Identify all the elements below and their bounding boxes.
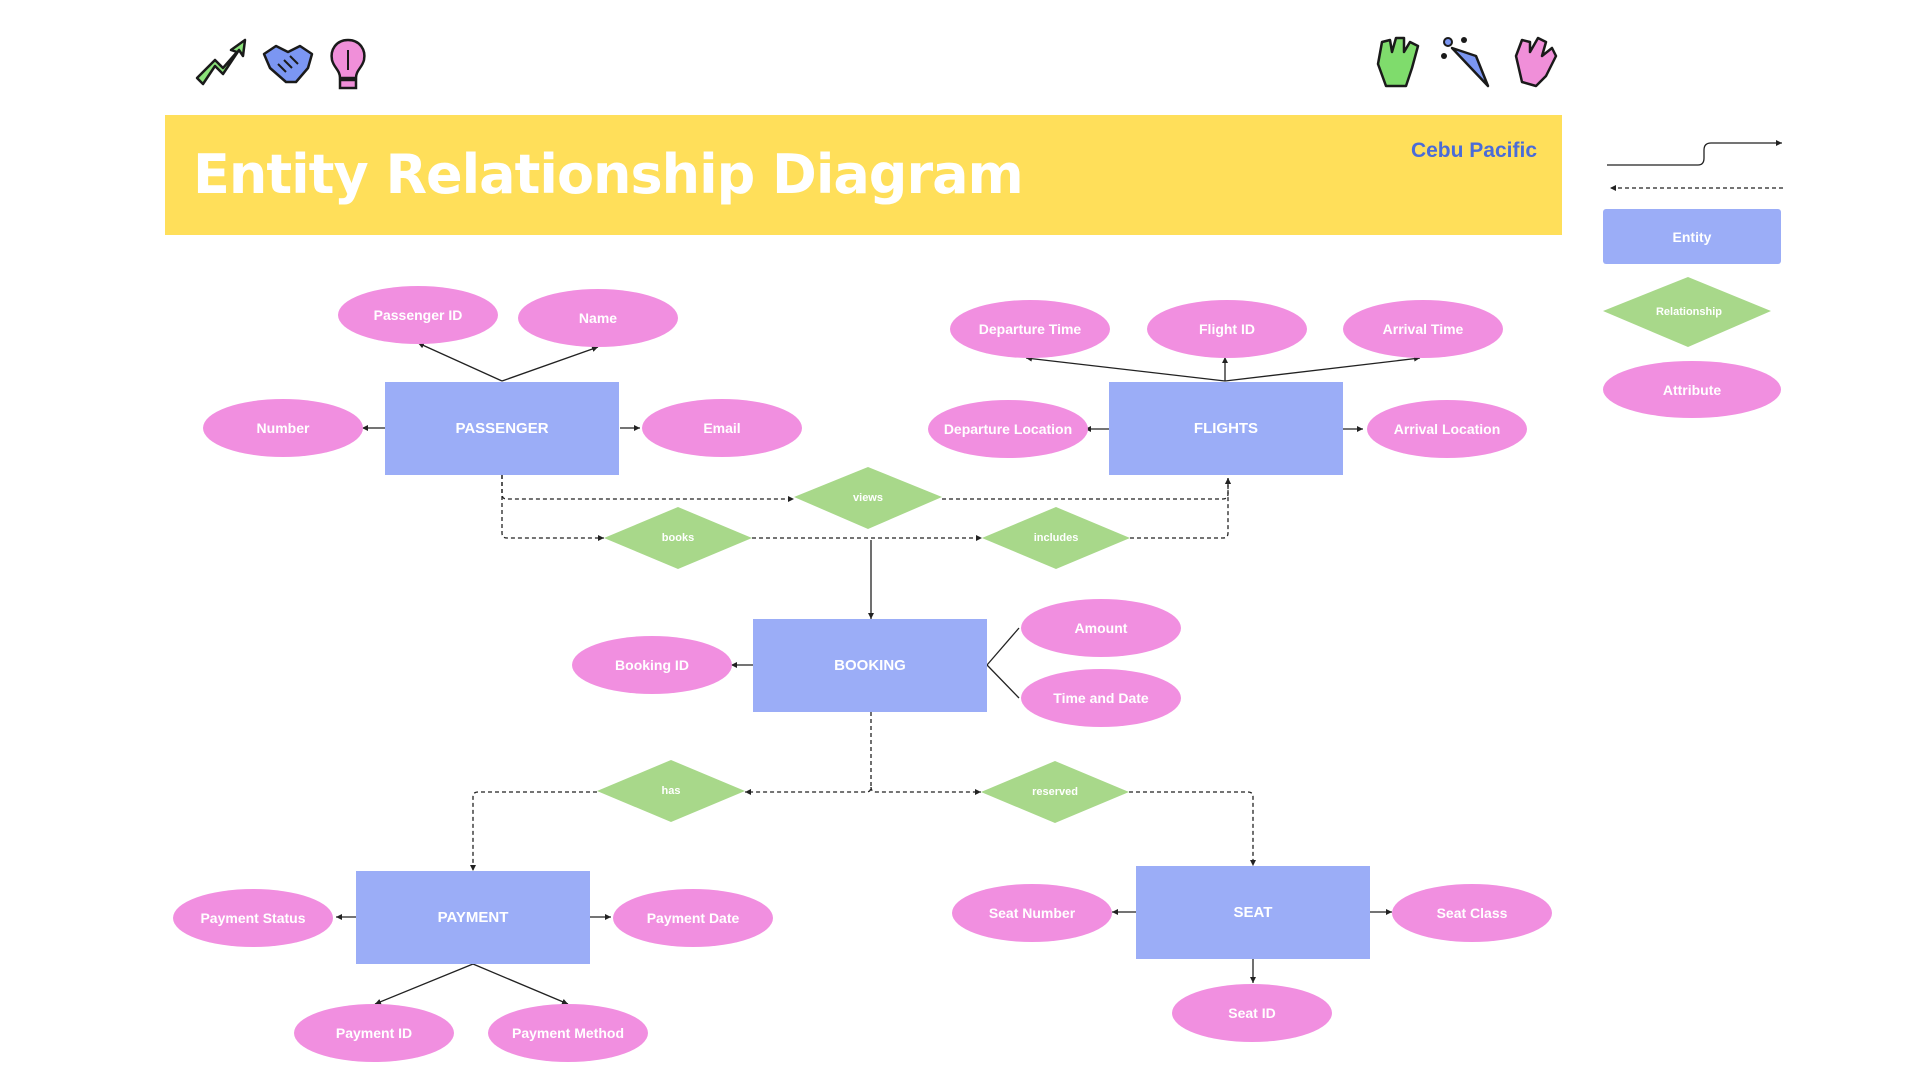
connector [986, 627, 1020, 666]
handshake-icon [262, 44, 314, 84]
legend-relationship-shape [1603, 277, 1771, 347]
relationship-reserved[interactable]: reserved [1032, 786, 1078, 798]
relationship-has[interactable]: has [661, 785, 681, 797]
entity-flights[interactable]: FLIGHTS [1109, 382, 1343, 475]
attribute-payment-date[interactable]: Payment Date [613, 889, 773, 947]
relationship-connector [870, 786, 981, 795]
attribute-name[interactable]: Name [518, 289, 678, 347]
relationship-connector [942, 478, 1231, 500]
high-five-icon [1376, 36, 1420, 88]
connector [417, 342, 503, 382]
entity-booking[interactable]: BOOKING [753, 619, 987, 712]
relationship-views-shape [794, 467, 942, 529]
relationship-connector [501, 475, 604, 541]
attribute-passenger-id[interactable]: Passenger ID [338, 286, 498, 344]
attribute-seat-class[interactable]: Seat Class [1392, 884, 1552, 942]
page-title: Entity Relationship Diagram [193, 143, 1024, 206]
attribute-arrival-time[interactable]: Arrival Time [1343, 300, 1503, 358]
connector [501, 346, 599, 382]
growth-arrow-icon [195, 38, 247, 86]
legend-solid-line [1607, 140, 1782, 166]
entity-payment[interactable]: PAYMENT [356, 871, 590, 964]
attribute-email[interactable]: Email [642, 399, 802, 457]
attribute-seat-number[interactable]: Seat Number [952, 884, 1112, 942]
legend-attribute: Attribute [1603, 361, 1781, 418]
attribute-seat-id[interactable]: Seat ID [1172, 984, 1332, 1042]
legend-entity: Entity [1603, 209, 1781, 264]
connector [374, 963, 474, 1005]
attribute-arrival-location[interactable]: Arrival Location [1367, 400, 1527, 458]
relationship-connector [745, 712, 872, 795]
attribute-payment-status[interactable]: Payment Status [173, 889, 333, 947]
brand-label: Cebu Pacific [1410, 139, 1537, 162]
attribute-departure-time[interactable]: Departure Time [950, 300, 1110, 358]
relationship-includes-shape [982, 507, 1130, 569]
connector [986, 664, 1020, 699]
relationship-connector [470, 791, 597, 871]
relationship-books[interactable]: books [661, 532, 695, 544]
attribute-flight-id[interactable]: Flight ID [1147, 300, 1307, 358]
lightbulb-icon [330, 38, 366, 90]
entity-passenger[interactable]: PASSENGER [385, 382, 619, 475]
legend-relationship: Relationship [1655, 306, 1722, 318]
connector [1025, 355, 1226, 382]
attribute-booking-id[interactable]: Booking ID [572, 636, 732, 694]
relationship-books-shape [604, 507, 752, 569]
attribute-payment-id[interactable]: Payment ID [294, 1004, 454, 1062]
relationship-views[interactable]: views [853, 492, 883, 504]
clapping-hands-icon [1514, 36, 1558, 88]
title-banner: Entity Relationship Diagram Cebu Pacific [165, 115, 1562, 235]
connector [1224, 355, 1421, 382]
attribute-departure-location[interactable]: Departure Location [928, 400, 1088, 458]
attribute-payment-method[interactable]: Payment Method [488, 1004, 648, 1062]
relationship-connector [501, 475, 794, 502]
party-popper-icon [1441, 37, 1490, 88]
attribute-time-and-date[interactable]: Time and Date [1021, 669, 1181, 727]
connector [472, 963, 569, 1005]
relationship-reserved-shape [981, 761, 1129, 823]
attribute-amount[interactable]: Amount [1021, 599, 1181, 657]
entity-seat[interactable]: SEAT [1136, 866, 1370, 959]
relationship-has-shape [597, 760, 745, 822]
attribute-number[interactable]: Number [203, 399, 363, 457]
relationship-includes[interactable]: includes [1033, 532, 1079, 544]
relationship-connector [1129, 791, 1256, 866]
relationship-connector [1130, 478, 1231, 539]
